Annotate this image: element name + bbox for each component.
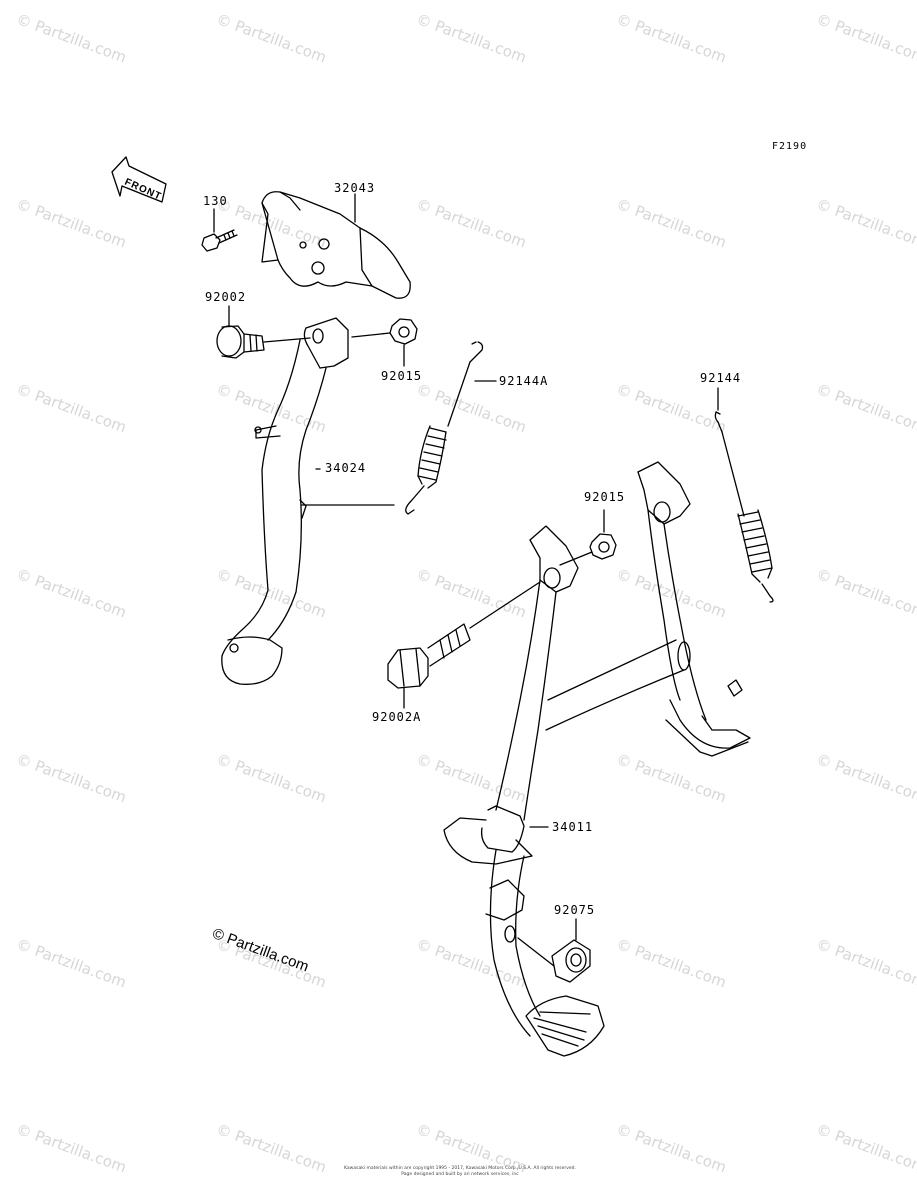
nut-92015-upper-part (351, 318, 418, 367)
diagram-code: F2190 (772, 141, 808, 152)
side-stand-34024-part (221, 317, 395, 685)
footer-copyright: Kawasaki materials within are copyright … (330, 1166, 590, 1178)
bolt-92002-part (216, 305, 311, 359)
footer-line-1: Kawasaki materials within are copyright … (344, 1166, 576, 1171)
part-label-34011[interactable]: 34011 (552, 820, 594, 834)
part-label-92015-lower[interactable]: 92015 (584, 490, 626, 504)
part-label-92144a[interactable]: 92144A (499, 374, 549, 388)
part-label-130[interactable]: 130 (203, 194, 228, 208)
part-label-32043[interactable]: 32043 (334, 181, 376, 195)
part-label-92144[interactable]: 92144 (700, 371, 742, 385)
part-label-92002[interactable]: 92002 (205, 290, 247, 304)
part-label-92015-upper[interactable]: 92015 (381, 369, 423, 383)
rubber-92075-part (517, 918, 591, 983)
bracket-32043-part (261, 191, 411, 299)
nut-92015-lower-part (559, 509, 617, 566)
bolt-130-part (201, 208, 238, 252)
footer-line-2: Page designed and built by ari network s… (401, 1172, 519, 1177)
front-arrow-icon: FRONT (111, 156, 167, 203)
main-stand-34011-part (443, 461, 751, 1057)
front-arrow-label: FRONT (123, 177, 164, 203)
part-label-92002a[interactable]: 92002A (372, 710, 422, 724)
spring-92144a-part (405, 341, 497, 515)
spring-92144-part (714, 387, 774, 603)
part-label-34024[interactable]: 34024 (325, 461, 367, 475)
part-label-92075[interactable]: 92075 (554, 903, 596, 917)
bolt-92002a-part (387, 581, 541, 709)
